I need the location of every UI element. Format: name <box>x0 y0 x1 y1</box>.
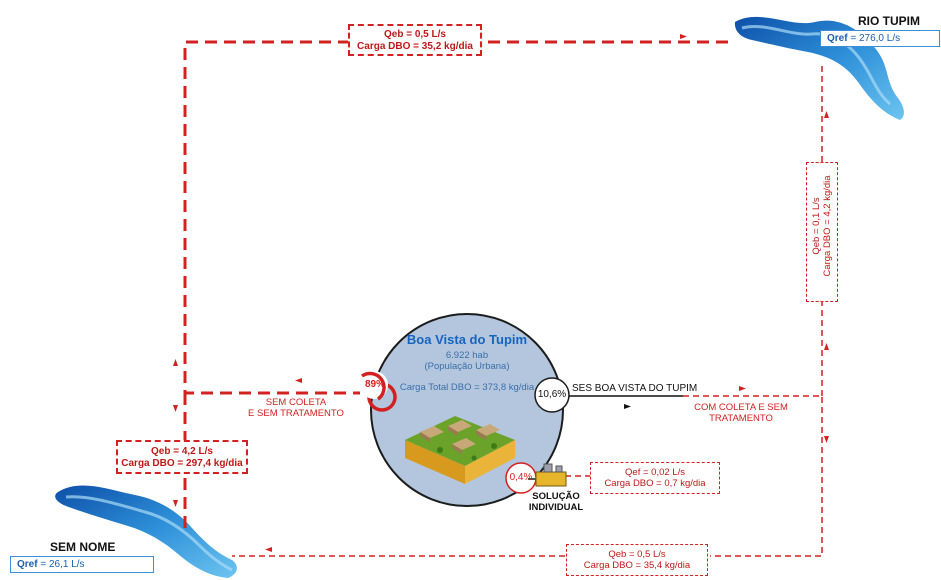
sem-coleta-flow-path <box>183 40 728 532</box>
city-name: Boa Vista do Tupim <box>406 332 528 347</box>
individual-label-line1: SOLUÇÃO <box>532 491 580 502</box>
individual-flow-box: Qef = 0,02 L/s Carga DBO = 0,7 kg/dia <box>590 462 720 494</box>
ses-name: SES BOA VISTA DO TUPIM <box>572 383 698 394</box>
flow-arrows <box>173 34 829 552</box>
top-flow-qeb: Qeb = 0,5 L/s <box>384 29 446 40</box>
rio-tupim-qref-value: = 276,0 L/s <box>847 33 901 44</box>
right-vertical-flow-text: Qeb = 0,1 L/s Carga DBO = 4,2 kg/dia <box>811 156 833 296</box>
ses-destination-label: COM COLETA E SEM TRATAMENTO <box>686 402 796 424</box>
sem-coleta-percent-arc <box>361 371 386 401</box>
top-flow-carga: Carga DBO = 35,2 kg/dia <box>357 41 473 52</box>
bottom-flow-qeb: Qeb = 0,5 L/s <box>608 549 666 560</box>
sem-coleta-label: SEM COLETA E SEM TRATAMENTO <box>244 397 348 419</box>
left-flow-carga: Carga DBO = 297,4 kg/dia <box>121 458 243 469</box>
city-population: 6.922 hab <box>445 350 489 361</box>
right-vertical-flow-qeb: Qeb = 0,1 L/s <box>811 197 822 255</box>
septic-tank-icon <box>528 463 567 487</box>
sem-coleta-label-line1: SEM COLETA <box>265 397 327 408</box>
ses-percent: 10,6% <box>537 389 567 400</box>
left-flow-qeb: Qeb = 4,2 L/s <box>151 446 213 457</box>
ses-flow-path <box>232 62 823 557</box>
ses-destination-line2: TRATAMENTO <box>709 413 773 424</box>
sem-coleta-percent-ring <box>367 383 397 412</box>
sem-nome-river-graphic <box>55 485 237 578</box>
sem-nome-qref-value: = 26,1 L/s <box>37 559 85 570</box>
ses-arrow <box>624 404 631 409</box>
individual-flow-qef: Qef = 0,02 L/s <box>625 467 685 478</box>
bottom-flow-carga: Carga DBO = 35,4 kg/dia <box>583 560 691 571</box>
left-flow-box: Qeb = 4,2 L/s Carga DBO = 297,4 kg/dia <box>116 440 248 474</box>
individual-label-line2: INDIVIDUAL <box>528 502 584 513</box>
right-vertical-flow-box: Qeb = 0,1 L/s Carga DBO = 4,2 kg/dia <box>806 162 838 302</box>
city-total-load: Carga Total DBO = 373,8 kg/dia <box>399 382 535 393</box>
sem-nome-qref: Qref = 26,1 L/s <box>10 556 154 573</box>
ses-destination-line1: COM COLETA E SEM <box>694 402 788 413</box>
ses-percent-circle <box>534 377 570 413</box>
individual-label: SOLUÇÃO INDIVIDUAL <box>524 491 588 513</box>
bottom-flow-box: Qeb = 0,5 L/s Carga DBO = 35,4 kg/dia <box>566 544 708 576</box>
top-flow-box: Qeb = 0,5 L/s Carga DBO = 35,2 kg/dia <box>348 24 482 56</box>
sem-coleta-percent: 89% <box>364 379 385 390</box>
right-vertical-flow-carga: Carga DBO = 4,2 kg/dia <box>822 175 833 277</box>
city-population-type: (População Urbana) <box>424 361 510 372</box>
sem-nome-qref-label: Qref <box>17 559 38 570</box>
sem-nome-label: SEM NOME <box>50 540 116 554</box>
individual-flow-carga: Carga DBO = 0,7 kg/dia <box>604 478 706 489</box>
rio-tupim-label: RIO TUPIM <box>858 14 920 28</box>
village-illustration <box>405 416 515 484</box>
rio-tupim-qref: Qref = 276,0 L/s <box>820 30 940 47</box>
individual-percent: 0,4% <box>509 472 533 483</box>
rio-tupim-qref-label: Qref <box>827 33 848 44</box>
sem-coleta-label-line2: E SEM TRATAMENTO <box>248 408 344 419</box>
